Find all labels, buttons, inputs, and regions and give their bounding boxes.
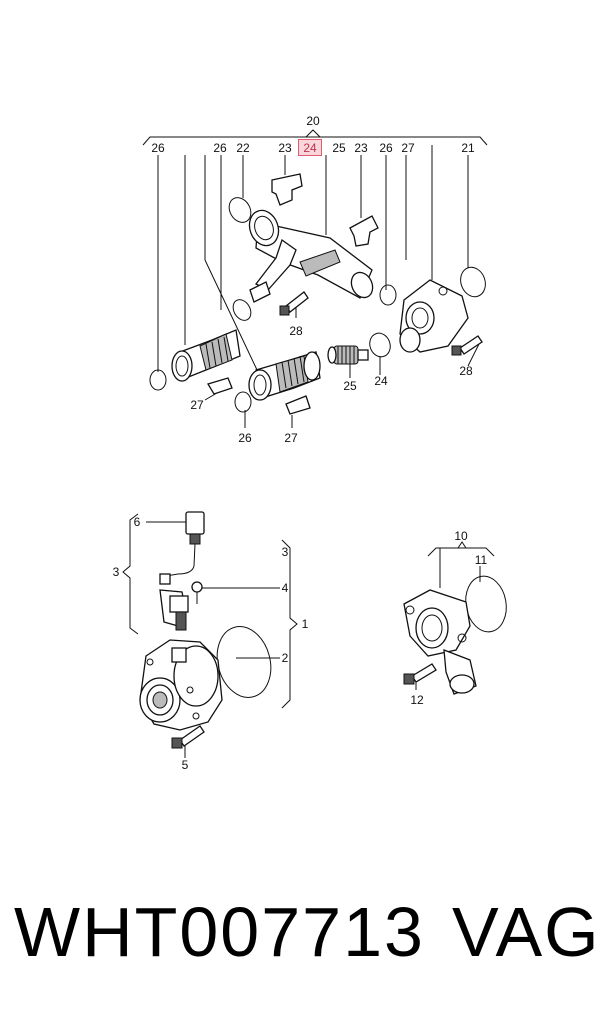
clip-23-left [271, 173, 303, 206]
callout-3[interactable]: 3 [112, 565, 120, 579]
o-ring-26-right [379, 284, 397, 306]
brand-text: VAG [452, 893, 600, 971]
callout-27[interactable]: 27 [190, 398, 204, 412]
group-10-bracket [415, 541, 495, 690]
thermostat-25 [327, 345, 369, 365]
callout-4[interactable]: 4 [281, 581, 289, 595]
callout-22[interactable]: 22 [236, 141, 250, 155]
callout-12[interactable]: 12 [410, 693, 424, 707]
callout-26[interactable]: 26 [379, 141, 393, 155]
o-ring-21 [460, 266, 486, 298]
retaining-clip-27-right [285, 395, 311, 415]
callout-26[interactable]: 26 [238, 431, 252, 445]
o-ring-24 [369, 332, 391, 358]
screw-4 [191, 581, 203, 604]
o-ring-26-mid [232, 299, 252, 321]
callout-5[interactable]: 5 [181, 758, 189, 772]
callout-1[interactable]: 1 [301, 617, 309, 631]
callout-3[interactable]: 3 [281, 545, 289, 559]
callout-20[interactable]: 20 [306, 114, 320, 128]
callout-11[interactable]: 11 [474, 553, 488, 567]
callout-10[interactable]: 10 [454, 529, 468, 543]
diagram-drawing [122, 129, 507, 758]
coolant-flange-pipe [248, 209, 374, 303]
coolant-pump-housing [139, 639, 223, 731]
callout-6[interactable]: 6 [133, 515, 141, 529]
callout-23[interactable]: 23 [354, 141, 368, 155]
callout-25[interactable]: 25 [332, 141, 346, 155]
leader-lines-top [157, 145, 481, 428]
exploded-parts-diagram: 20 26 26 22 23 24 25 23 26 27 21 28 28 2… [112, 114, 507, 772]
hose-connector-middle [248, 351, 321, 401]
o-ring-26-bottom [234, 391, 252, 413]
screw-28-right [451, 335, 483, 356]
retaining-clip-27-left [207, 377, 233, 395]
screw-5 [171, 725, 205, 749]
callout-25[interactable]: 25 [343, 379, 357, 393]
o-ring-26-left [149, 369, 167, 391]
part-number-text: WHT007713 [14, 893, 425, 971]
callout-24-highlighted[interactable]: 24 [303, 141, 317, 155]
group-20-bracket [142, 129, 488, 146]
callout-27[interactable]: 27 [401, 141, 415, 155]
callout-2[interactable]: 2 [281, 651, 289, 665]
callout-highlight [298, 139, 322, 156]
callout-27[interactable]: 27 [284, 431, 298, 445]
sensor-housing [159, 589, 189, 631]
group-1-bracket [122, 513, 298, 758]
temperature-sensor-6 [159, 511, 205, 585]
flange-27 [399, 279, 469, 353]
callout-28[interactable]: 28 [459, 364, 473, 378]
o-ring-22 [228, 197, 252, 223]
callout-21[interactable]: 21 [461, 141, 475, 155]
screw-12 [403, 663, 437, 685]
callout-26[interactable]: 26 [151, 141, 165, 155]
coolant-flange-10 [403, 589, 477, 695]
clip-23-right [349, 215, 379, 247]
callout-23[interactable]: 23 [278, 141, 292, 155]
screw-28-mid [279, 291, 309, 316]
hose-connector-left [171, 329, 241, 382]
callout-28[interactable]: 28 [289, 324, 303, 338]
callout-26[interactable]: 26 [213, 141, 227, 155]
callout-24[interactable]: 24 [374, 374, 388, 388]
